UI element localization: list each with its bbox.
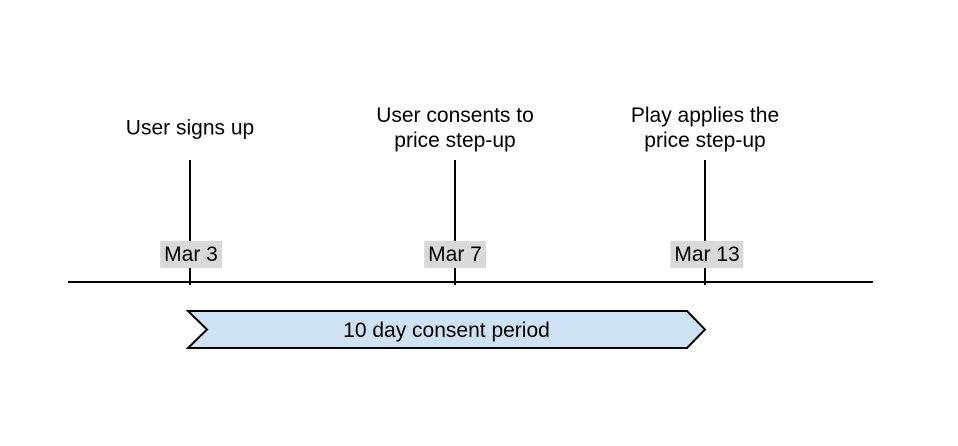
date-badge-mar-13: Mar 13 xyxy=(670,241,744,268)
date-badge-mar-3: Mar 3 xyxy=(160,241,222,268)
consent-period-arrow-shape xyxy=(185,310,707,349)
event-title-user-consents: User consents to price step-up xyxy=(376,104,534,152)
consent-period-label: 10 day consent period xyxy=(343,318,550,342)
event-title-user-signs-up: User signs up xyxy=(125,116,255,140)
event-title-play-applies: Play applies the price step-up xyxy=(630,104,780,152)
date-badge-mar-7: Mar 7 xyxy=(424,241,486,268)
